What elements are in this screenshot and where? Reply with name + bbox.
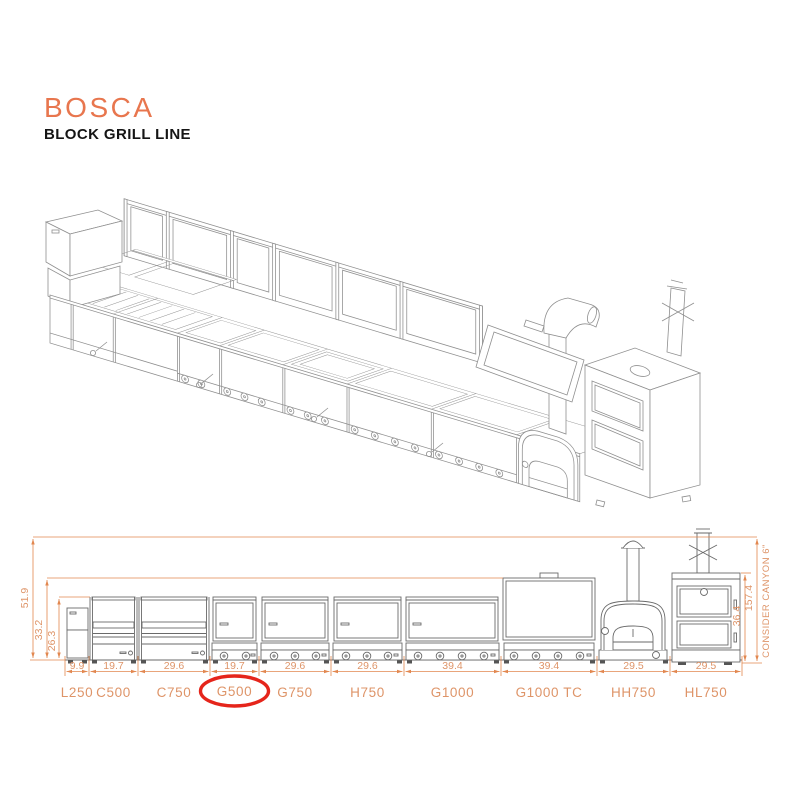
iso-grate-g500 bbox=[185, 320, 257, 344]
module-c750-drawing bbox=[138, 596, 210, 660]
model-label-g1000tc: G1000 TC bbox=[516, 685, 583, 700]
product-line-title: BLOCK GRILL LINE bbox=[44, 126, 191, 143]
model-label-c500: C500 bbox=[96, 685, 131, 700]
model-label-hh750: HH750 bbox=[611, 685, 656, 700]
height-dim-cabinet-right: 36.4 bbox=[731, 606, 743, 627]
iso-pizza-oven-dome bbox=[518, 430, 579, 502]
iso-back-panels bbox=[123, 198, 483, 364]
model-label-c750: C750 bbox=[157, 685, 192, 700]
elevation-view: 9.9 19.7 29.6 19.7 29.6 29.6 39.4 39.4 2… bbox=[19, 528, 772, 708]
iso-open-lid bbox=[475, 319, 585, 403]
module-l250-drawing bbox=[66, 607, 89, 659]
iso-cabinet-oven bbox=[583, 279, 702, 508]
iso-l250-box bbox=[44, 209, 124, 309]
brand-title: BOSCA bbox=[44, 92, 155, 123]
iso-front-face bbox=[49, 294, 581, 503]
width-dim-l250: 9.9 bbox=[70, 660, 85, 672]
module-g1000-drawing bbox=[405, 596, 500, 661]
module-hh750-drawing bbox=[598, 540, 668, 661]
module-g750-drawing bbox=[260, 596, 330, 661]
width-dim-c750: 29.6 bbox=[164, 660, 185, 672]
width-dim-g1000tc: 39.4 bbox=[539, 660, 560, 672]
iso-grate-g750 bbox=[227, 332, 320, 363]
width-dim-hh750: 29.5 bbox=[623, 660, 644, 672]
height-dim-low-left: 26.3 bbox=[46, 631, 58, 652]
height-dim-mid-left: 33.2 bbox=[33, 620, 45, 641]
canyon-note: CONSIDER CANYON 6" bbox=[761, 544, 772, 658]
height-dim-total-left: 51.9 bbox=[19, 588, 31, 609]
width-dim-c500: 19.7 bbox=[103, 660, 124, 672]
width-dim-g1000: 39.4 bbox=[442, 660, 463, 672]
model-label-hl750: HL750 bbox=[685, 685, 728, 700]
elevation-feet bbox=[68, 660, 732, 665]
iso-scraper-handles bbox=[90, 341, 444, 457]
width-dim-g750: 29.6 bbox=[285, 660, 306, 672]
model-label-g1000: G1000 bbox=[431, 685, 475, 700]
g500-highlight-ellipse bbox=[198, 674, 271, 708]
dimension-lines bbox=[30, 536, 762, 676]
module-h750-drawing bbox=[332, 596, 403, 661]
iso-grate-g1000tc bbox=[439, 396, 554, 433]
module-g1000tc-drawing bbox=[502, 572, 596, 661]
model-label-g500: G500 bbox=[217, 684, 252, 699]
iso-grate-g1000 bbox=[354, 370, 469, 407]
module-g500-drawing bbox=[211, 596, 258, 661]
iso-burner-knobs bbox=[181, 374, 504, 478]
model-label-h750: H750 bbox=[350, 685, 385, 700]
module-c500-drawing bbox=[89, 596, 138, 660]
isometric-view bbox=[44, 198, 702, 508]
width-dim-h750: 29.6 bbox=[357, 660, 378, 672]
model-label-l250: L250 bbox=[61, 685, 93, 700]
height-dim-overall-right: 157.4 bbox=[743, 585, 755, 611]
width-dim-g500: 19.7 bbox=[224, 660, 245, 672]
model-label-g750: G750 bbox=[277, 685, 312, 700]
width-dim-hl750: 29.5 bbox=[696, 660, 717, 672]
module-hl750-drawing bbox=[671, 528, 741, 663]
